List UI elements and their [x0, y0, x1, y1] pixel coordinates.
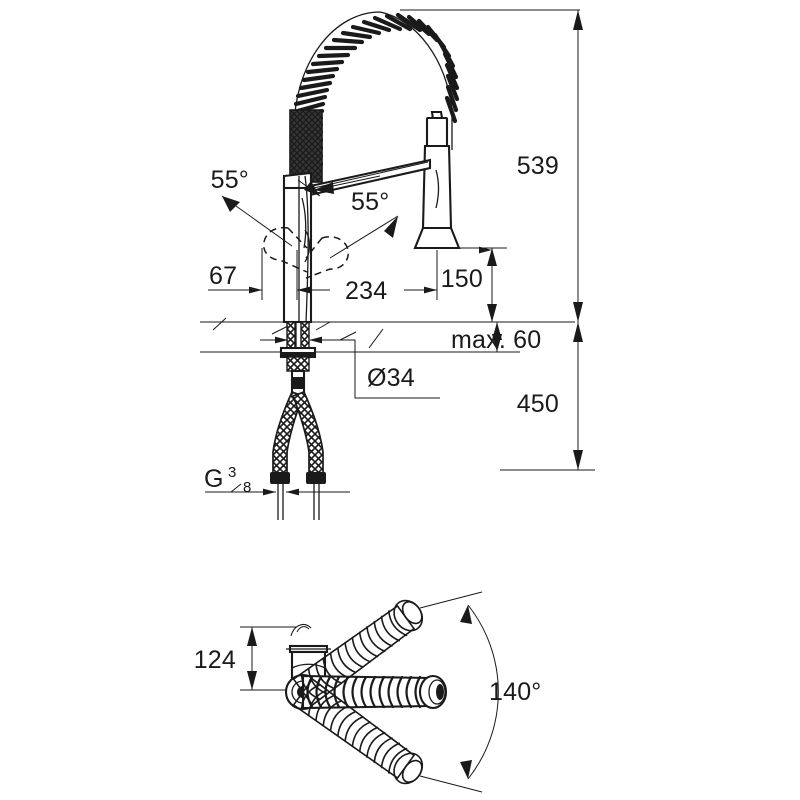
dim-reach-234: 234: [296, 250, 438, 305]
supply-hose-right: [291, 390, 324, 475]
dim-label-angle-right: 55°: [351, 188, 389, 216]
spray-collar: [425, 116, 449, 148]
dim-body-depth-124: 124: [194, 626, 296, 691]
hose-fitting-right: [306, 472, 326, 484]
plan-spring-center-head: [418, 674, 448, 710]
dim-label-140-deg: 140°: [489, 678, 542, 706]
mounting-nut: [286, 356, 310, 372]
dim-label-max60: max. 60: [451, 326, 541, 354]
column-cap: [282, 171, 313, 190]
lever-ghost-left: [262, 226, 308, 273]
supply-hoses: [270, 390, 326, 520]
dim-label-thread-denominator: 8: [243, 479, 251, 496]
dim-label-539: 539: [517, 152, 559, 180]
front-elevation-view: 55° 55° 67 234: [200, 9, 595, 520]
dim-label-diameter-34: Ø34: [367, 364, 415, 392]
dim-thread-size: G 3 8: [204, 464, 350, 496]
dim-handle-clearance-67: 67: [208, 248, 263, 300]
lever-ghost-right: [305, 236, 350, 279]
dim-label-234: 234: [345, 277, 387, 305]
dim-label-thread-numerator: 3: [228, 464, 236, 481]
spray-head-assembly: [413, 110, 461, 250]
dim-label-150: 150: [441, 265, 483, 293]
spray-outlet: [413, 226, 461, 250]
spray-head-barrel: [421, 144, 453, 230]
dim-swivel-angle-140: 140°: [419, 591, 542, 793]
lever-handle-group: [262, 197, 350, 279]
dim-label-67: 67: [209, 262, 237, 290]
dim-lever-angle-right: 55°: [297, 175, 399, 259]
coil-spring-assembly: [289, 11, 460, 183]
hose-fitting-left: [270, 472, 290, 484]
coil-hatched-shade: [290, 110, 322, 182]
dim-spout-height-150: 150: [430, 246, 507, 322]
dim-label-450: 450: [517, 390, 559, 418]
dim-lever-angle-left: 55°: [211, 166, 293, 247]
dim-total-height-539: 539: [400, 9, 583, 322]
dim-label-thread-letter: G: [204, 465, 224, 493]
dim-label-angle-left: 55°: [211, 166, 249, 194]
dim-label-124: 124: [194, 646, 236, 674]
dim-lower-height-450: 450: [500, 322, 595, 471]
dim-counter-thickness: max. 60: [451, 322, 541, 354]
dim-bore-diameter: Ø34: [340, 339, 440, 399]
countertop-section: [200, 317, 575, 353]
plan-spring-rotated-down: [292, 677, 424, 785]
mounting-shank-assembly: [260, 321, 357, 397]
top-plan-view: 124: [194, 591, 542, 793]
